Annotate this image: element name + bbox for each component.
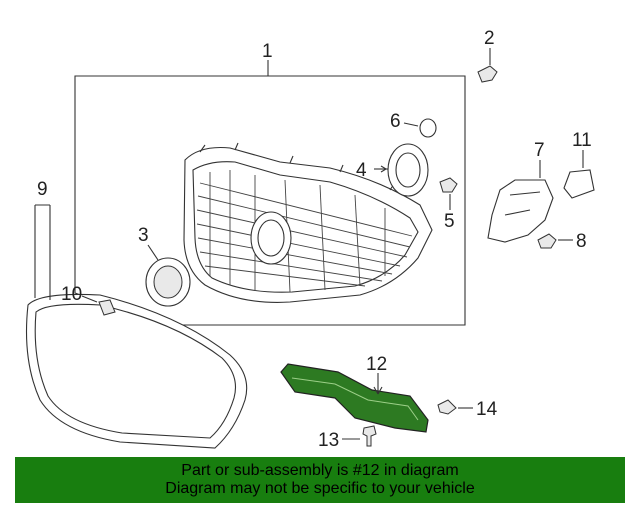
clip-14 [437,399,473,415]
callout-13: 13 [318,430,339,451]
bolt-8 [537,233,573,249]
grille-surround-9 [26,204,248,449]
assembly-frame [74,75,466,326]
callout-10: 10 [61,284,82,305]
callout-4: 4 [356,160,367,181]
callout-9: 9 [37,179,48,200]
callout-14: 14 [476,399,498,420]
screw-5 [439,177,458,210]
callout-3: 3 [138,225,149,246]
notice-line-2: Diagram may not be specific to your vehi… [165,480,475,497]
callout-11: 11 [572,130,592,151]
callout-5: 5 [444,211,455,232]
notice-banner: Part or sub-assembly is #12 in diagram D… [15,457,625,503]
callout-1: 1 [262,41,273,62]
callout-12: 12 [366,354,387,375]
clip-10 [81,295,116,316]
plug-6 [403,118,437,138]
notice-line-1: Part or sub-assembly is #12 in diagram [181,462,459,479]
callout-2: 2 [484,28,495,49]
emblem-3 [145,244,191,307]
callout-6: 6 [390,111,401,132]
bolt-2 [477,48,498,83]
grille [183,142,433,303]
push-pin-13 [342,425,377,447]
callout-7: 7 [534,140,545,161]
clip-11 [563,150,595,199]
bracket-7 [487,160,554,243]
lower-deflector-12 [280,363,429,433]
callout-8: 8 [576,231,587,252]
emblem-bracket-4 [374,143,429,197]
